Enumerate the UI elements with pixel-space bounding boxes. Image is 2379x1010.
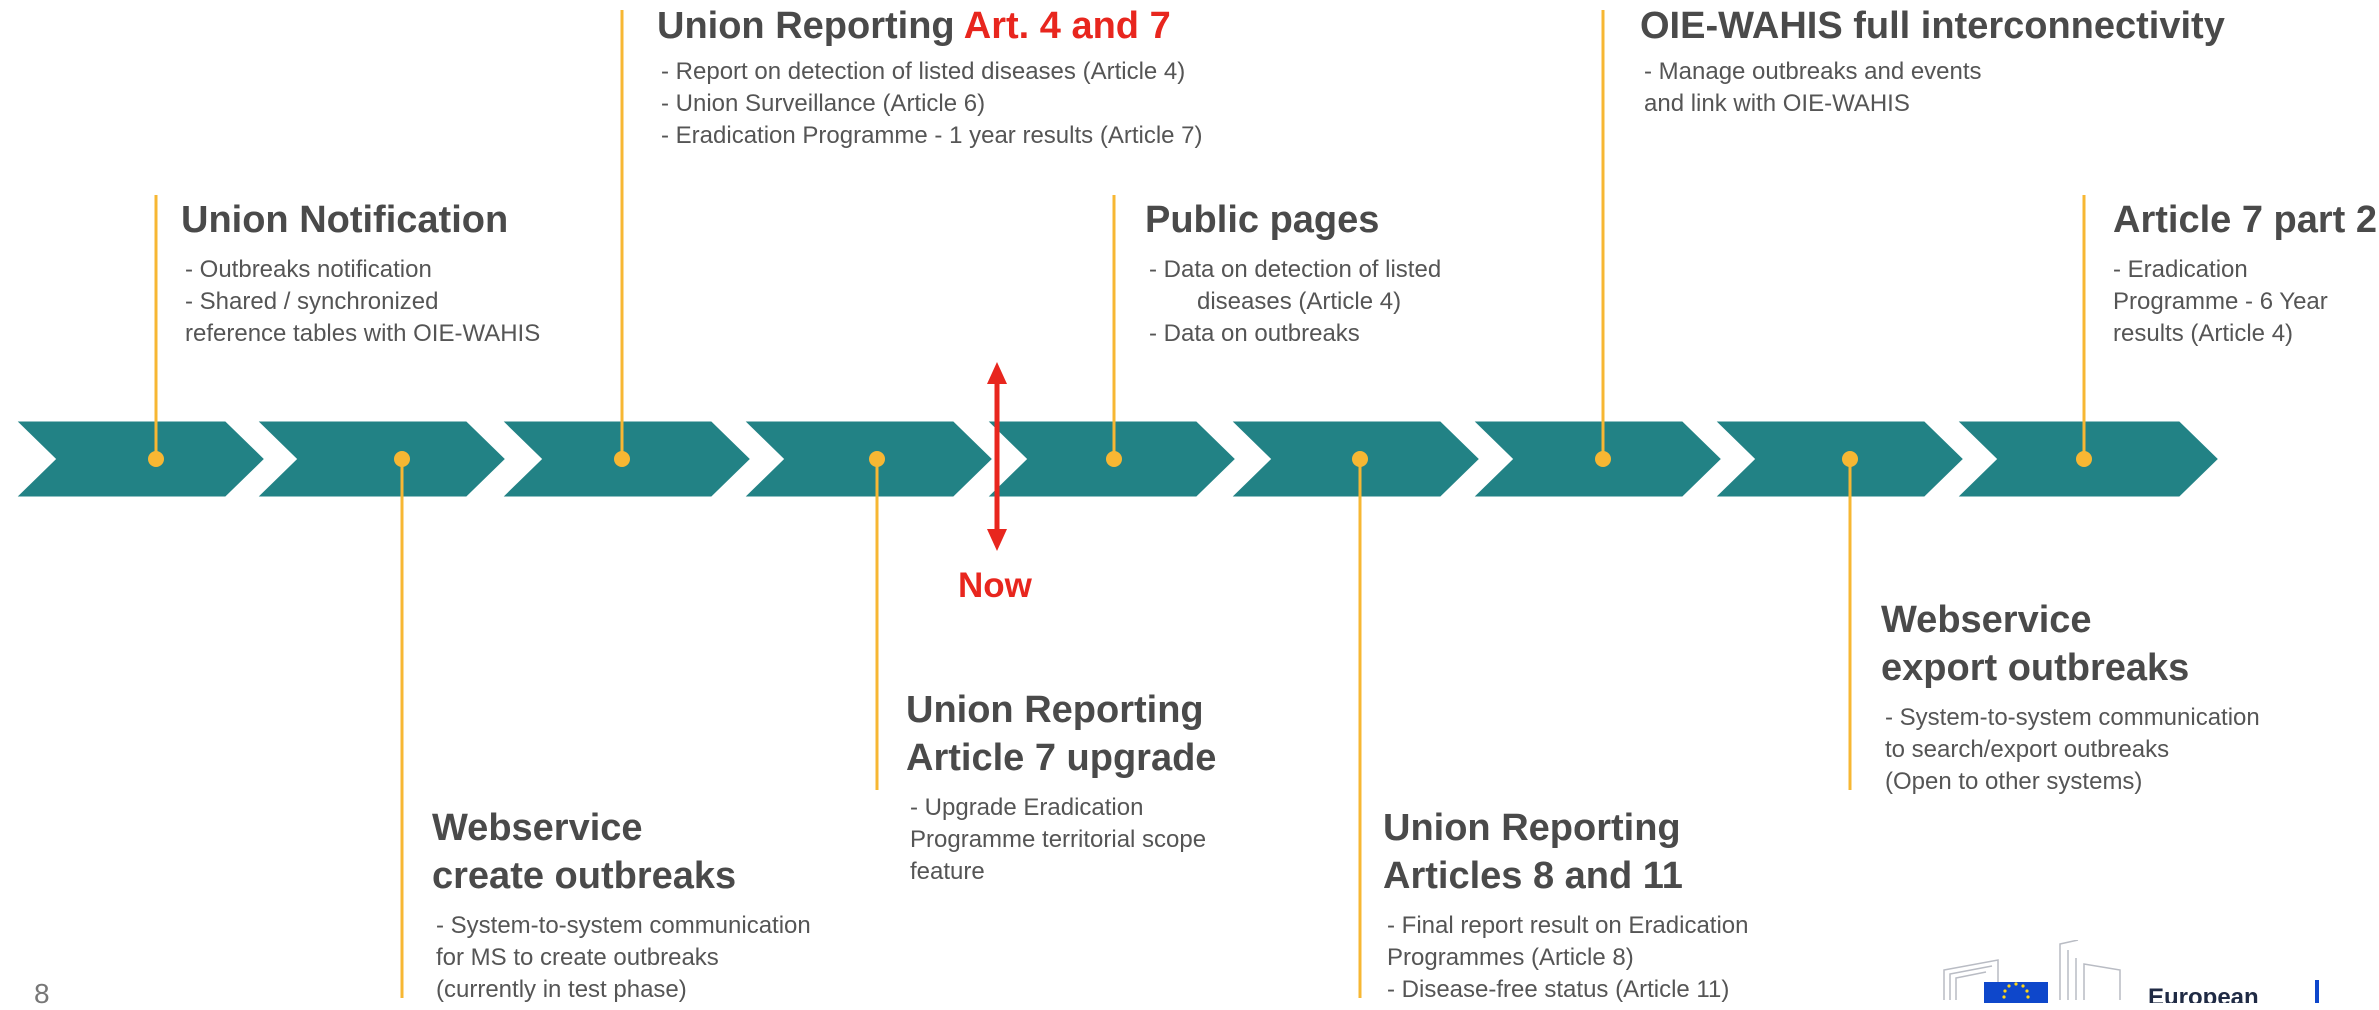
milestone-title: Union Notification [181,199,509,241]
milestone-title: Webservice create outbreaks [432,807,737,897]
now-indicator-arrow [987,362,1007,551]
milestone-item: diseases (Article 4) [1197,288,1402,315]
milestone-item: - System-to-system communication [1885,704,2260,731]
milestone-union-reporting-art4-7: Union Reporting Art. 4 and 7 - Report on… [657,2,1203,152]
milestone-article7-part2: Article 7 part 2 - Eradication Programme… [2113,196,2377,350]
milestone-dot [1106,451,1122,467]
milestone-dot [2076,451,2092,467]
milestone-item: - Report on detection of listed diseases… [661,58,1186,85]
milestone-item: Programme - 6 Year [2113,288,2328,315]
milestone-item: - Final report result on Eradication [1387,912,1749,939]
now-label: Now [958,566,1032,605]
milestone-union-reporting-art7-upgrade: Union Reporting Article 7 upgrade - Upgr… [906,686,1216,888]
milestone-title: Webservice export outbreaks [1881,599,2190,689]
milestone-item: - Disease-free status (Article 11) [1387,976,1730,1003]
milestone-item: (Open to other systems) [1885,768,2143,795]
milestone-item: Programmes (Article 8) [1387,944,1634,971]
milestone-union-notification: Union Notification - Outbreaks notificat… [181,196,540,350]
milestone-title: Article 7 part 2 [2113,199,2377,241]
milestone-title: OIE-WAHIS full interconnectivity [1640,5,2225,47]
milestone-item: - Eradication Programme - 1 year results… [661,122,1203,149]
page-number: 8 [34,978,50,1009]
milestone-item: reference tables with OIE-WAHIS [185,320,541,347]
milestone-item: feature [910,858,985,885]
milestone-title: Union Reporting Articles 8 and 11 [1383,807,1683,897]
milestone-item: - System-to-system communication [436,912,811,939]
milestone-public-pages: Public pages - Data on detection of list… [1145,196,1441,350]
milestone-item: results (Article 4) [2113,320,2294,347]
milestone-item: and link with OIE-WAHIS [1644,90,1910,117]
timeline-chevron-segment [251,418,510,500]
milestone-item: Programme territorial scope [910,826,1207,853]
milestone-title: Union Reporting Article 7 upgrade [906,689,1217,779]
milestone-item: to search/export outbreaks [1885,736,2170,763]
milestone-union-reporting-art8-11: Union Reporting Articles 8 and 11 - Fina… [1383,804,1749,1006]
milestone-dot [614,451,630,467]
milestone-item: - Union Surveillance (Article 6) [661,90,986,117]
milestone-item: - Eradication [2113,256,2248,283]
milestone-item: - Outbreaks notification [185,256,432,283]
timeline-chevron-segment [1709,418,1968,500]
ec-logo-icon [1943,940,2319,1003]
milestone-dot [1842,451,1858,467]
milestone-item: - Upgrade Eradication [910,794,1144,821]
milestone-webservice-export: Webservice export outbreaks - System-to-… [1881,596,2260,798]
milestone-item: - Data on detection of listed [1149,256,1442,283]
european-commission-logo: European [1940,940,2379,1003]
milestone-dot [394,451,410,467]
milestone-dot [869,451,885,467]
milestone-item: - Shared / synchronized [185,288,439,315]
ec-logo-text: European [2148,984,2259,1003]
milestone-dot [148,451,164,467]
milestone-item: - Manage outbreaks and events [1644,58,1982,85]
timeline-chevron-segment [10,418,269,500]
milestone-title: Public pages [1145,199,1380,241]
milestone-dot [1595,451,1611,467]
timeline-markers [148,10,2092,998]
milestone-item: for MS to create outbreaks [436,944,719,971]
milestone-item: - Data on outbreaks [1149,320,1360,347]
milestone-webservice-create: Webservice create outbreaks - System-to-… [432,804,811,1006]
milestone-title-accent: Art. 4 and 7 [963,5,1171,47]
milestone-item: (currently in test phase) [436,976,687,1003]
milestone-title: Union Reporting Art. 4 and 7 [657,5,1171,47]
milestone-dot [1352,451,1368,467]
milestone-oie-wahis: OIE-WAHIS full interconnectivity - Manag… [1640,2,2225,120]
timeline-chevron-segment [738,418,997,500]
